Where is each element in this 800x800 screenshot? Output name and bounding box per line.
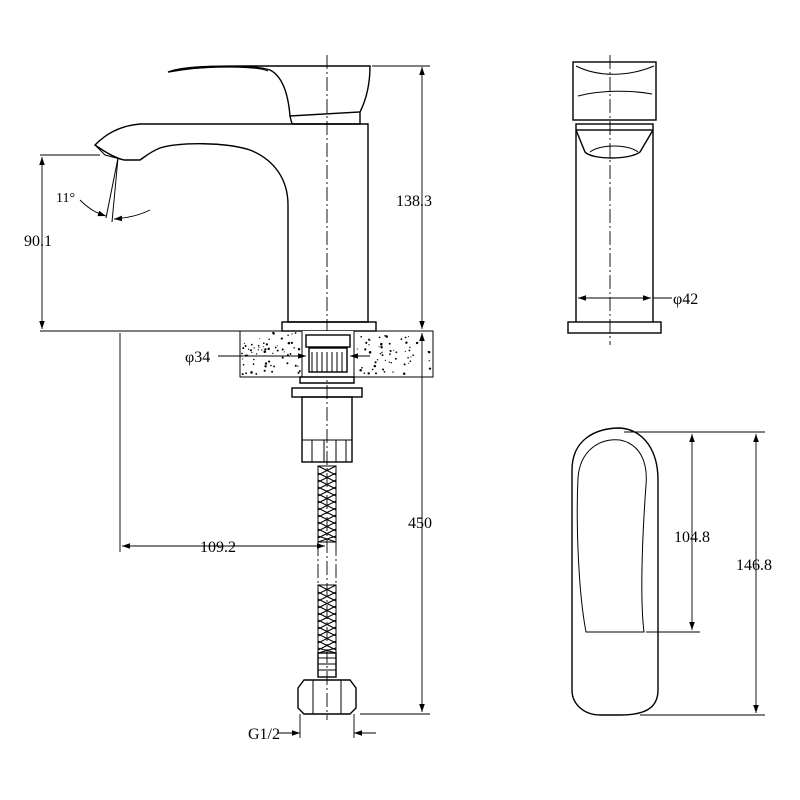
top-handle-outline bbox=[576, 439, 647, 633]
spout-height-label: 90.1 bbox=[24, 233, 52, 250]
body-height-label: 138.3 bbox=[396, 193, 432, 210]
braided-hose-upper bbox=[317, 465, 337, 543]
body-diameter-label: φ42 bbox=[673, 291, 698, 308]
overall-length-label: 146.8 bbox=[736, 557, 772, 574]
base-hole-label: φ34 bbox=[185, 349, 210, 366]
hose-length-label: 450 bbox=[408, 515, 432, 532]
spout-angle-label: 11° bbox=[56, 191, 75, 206]
front-view: φ42 bbox=[567, 55, 698, 345]
top-outline bbox=[571, 427, 659, 716]
connector-thread-label: G1/2 bbox=[248, 726, 280, 743]
counter-slab bbox=[239, 330, 434, 378]
top-view: 104.8 146.8 bbox=[571, 427, 772, 716]
spout-reach-label: 109.2 bbox=[200, 539, 236, 556]
lever-handle bbox=[167, 65, 371, 117]
braided-hose-lower bbox=[317, 584, 337, 654]
side-view: 11° 90.1 φ34 bbox=[24, 55, 434, 743]
hex-connector bbox=[297, 679, 357, 715]
base-flange bbox=[281, 321, 377, 332]
handle-length-label: 104.8 bbox=[674, 529, 710, 546]
front-handle bbox=[572, 61, 657, 121]
